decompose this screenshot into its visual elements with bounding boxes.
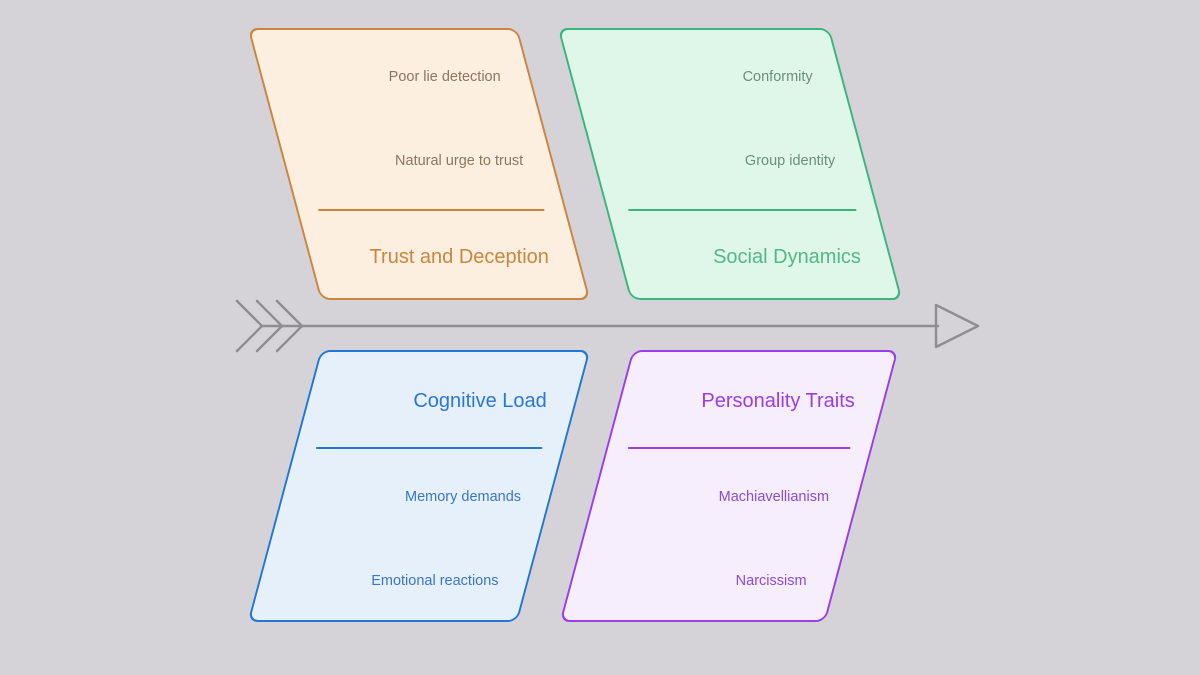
branch-title: Cognitive Load: [413, 390, 547, 412]
branch-divider: [318, 209, 545, 211]
cause-item: Machiavellianism: [718, 489, 830, 505]
cause-item: Memory demands: [405, 489, 522, 505]
branch-divider: [316, 447, 543, 449]
cause-item: Natural urge to trust: [395, 153, 524, 169]
cause-item: Narcissism: [735, 573, 807, 589]
branch-title: Personality Traits: [701, 390, 855, 412]
cause-item: Poor lie detection: [388, 69, 501, 85]
cause-item: Conformity: [742, 69, 813, 85]
branch-divider: [628, 447, 851, 449]
branch-title: Social Dynamics: [713, 246, 861, 268]
cause-item: Group identity: [744, 153, 836, 169]
arrowhead-icon: [934, 303, 980, 349]
cause-item: Emotional reactions: [371, 573, 499, 589]
branch-title: Trust and Deception: [369, 246, 549, 268]
branch-divider: [628, 209, 857, 211]
